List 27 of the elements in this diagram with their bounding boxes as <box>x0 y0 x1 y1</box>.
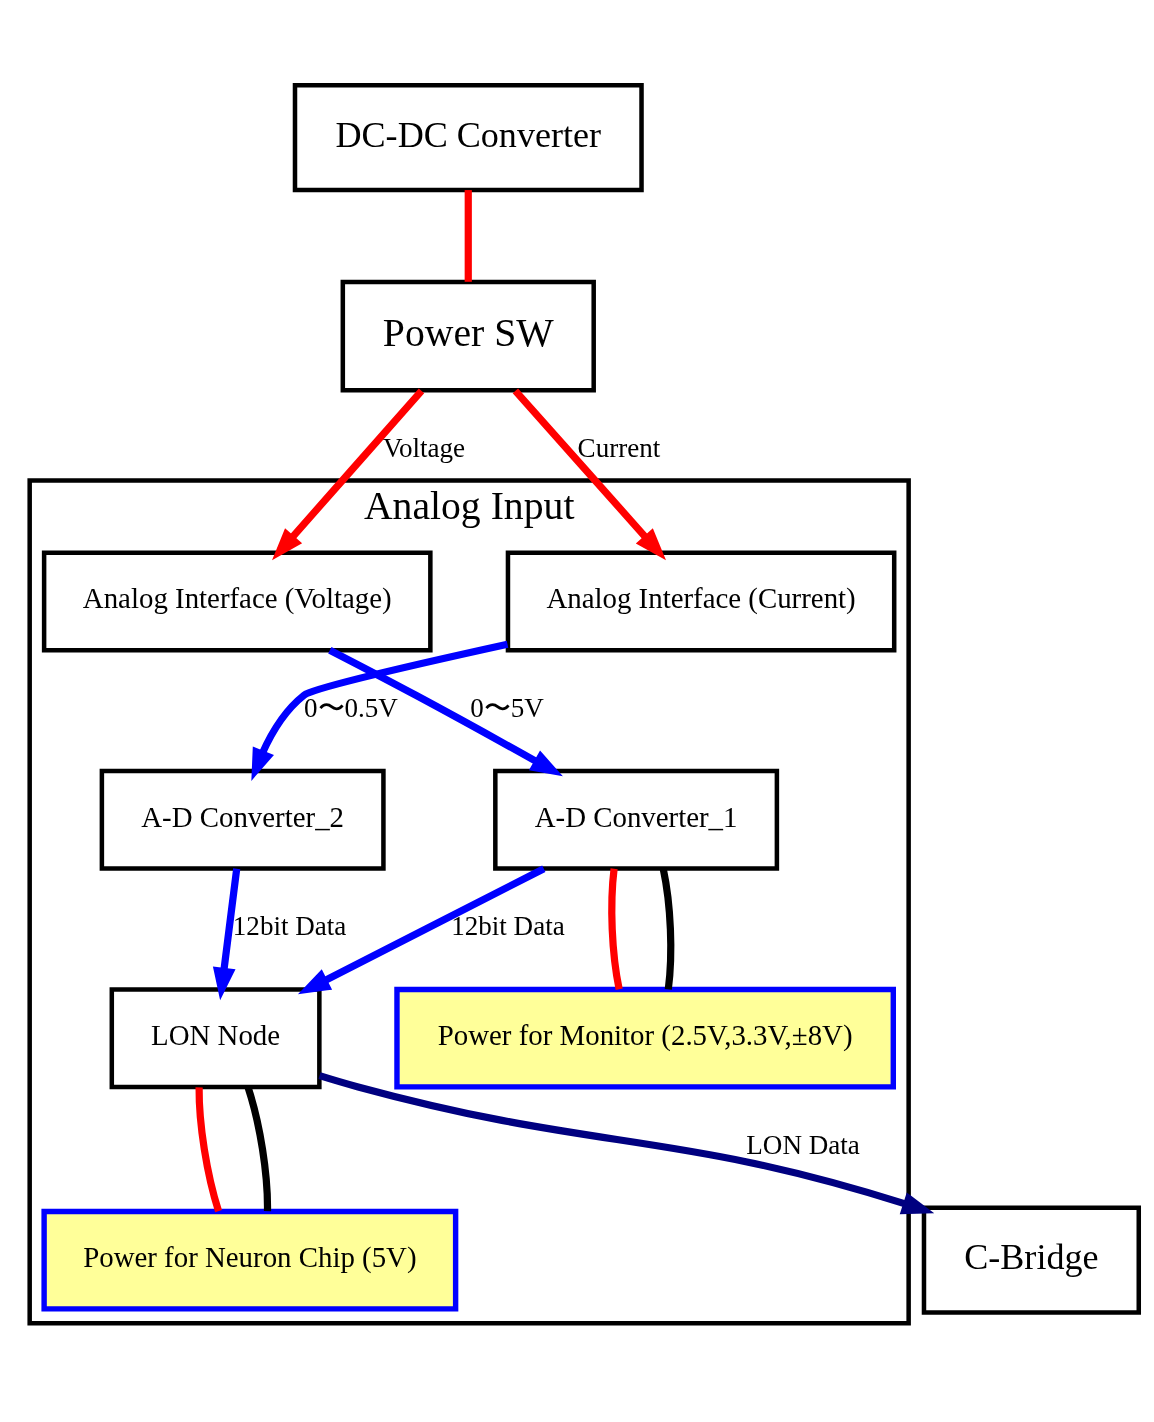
node-box: C-Bridge <box>921 1205 1141 1315</box>
edge-label: 12bit Data <box>451 910 565 941</box>
arrow <box>297 865 546 994</box>
connector <box>608 867 623 990</box>
node-box: A-D Converter_1 <box>493 768 780 871</box>
edge-label: Voltage <box>382 432 466 463</box>
node-box: Power for Monitor (2.5V,3.3V,±8V) <box>394 986 896 1090</box>
edge-label: Current <box>577 432 661 463</box>
arrow <box>272 387 425 560</box>
edge-label: 0〜5V <box>470 692 544 723</box>
edge-label: 12bit Data <box>232 910 347 941</box>
node-box: Power for Neuron Chip (5V) <box>41 1208 459 1312</box>
connector <box>659 867 675 990</box>
edge-label: 0〜0.5V <box>303 692 398 723</box>
node-box: A-D Converter_2 <box>99 768 386 871</box>
node-box: DC-DC Converter <box>292 82 644 192</box>
arrow <box>212 867 241 1000</box>
node-box: Analog Interface (Current) <box>505 549 897 652</box>
edge-label: LON Data <box>746 1129 860 1160</box>
node-box: Analog Interface (Voltage) <box>41 549 433 652</box>
node-box: LON Node <box>109 986 322 1089</box>
arrow <box>251 640 509 781</box>
arrow <box>318 1071 935 1214</box>
connector <box>195 1086 222 1212</box>
arrow <box>512 387 666 560</box>
node-box: Power SW <box>340 279 596 392</box>
arrow <box>328 646 563 776</box>
